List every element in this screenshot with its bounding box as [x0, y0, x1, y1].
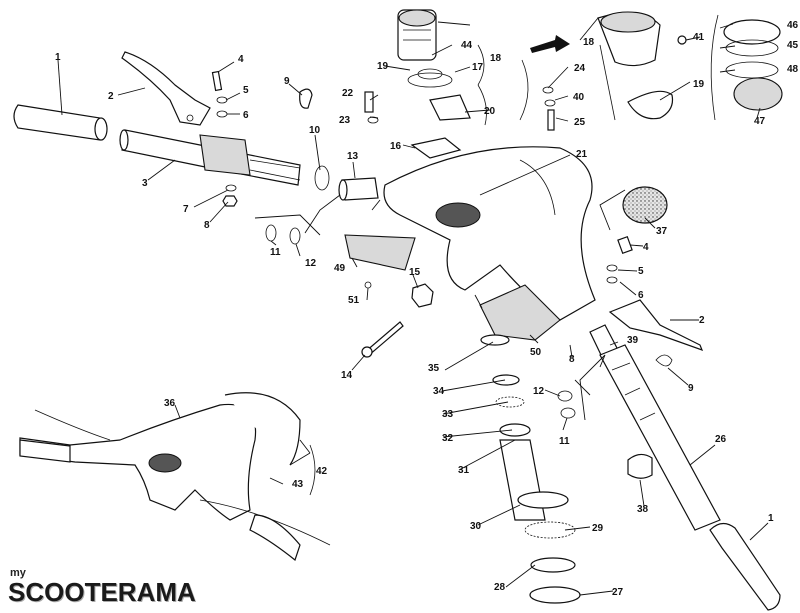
- left-grip: [13, 104, 108, 141]
- headset-body-21: [383, 146, 596, 321]
- callout-17: 17: [472, 62, 484, 73]
- callout-8-right: 8: [569, 354, 575, 365]
- nut-24-40-25: [542, 86, 556, 131]
- callout-23: 23: [339, 115, 351, 126]
- callout-9: 9: [284, 76, 290, 87]
- callout-10: 10: [309, 125, 321, 136]
- throttle-tube-39: [589, 324, 721, 531]
- callout-21: 21: [576, 149, 588, 160]
- clamp-38: [627, 453, 653, 479]
- callout-51: 51: [348, 295, 360, 306]
- callout-15: 15: [409, 267, 421, 278]
- callout-44: 44: [461, 40, 473, 51]
- callout-5-right: 5: [638, 266, 644, 277]
- callout-37: 37: [656, 226, 668, 237]
- callout-18-right: 18: [583, 37, 595, 48]
- callout-46: 46: [787, 20, 799, 31]
- horn-37: [622, 186, 668, 224]
- callout-36: 36: [164, 398, 176, 409]
- callout-30: 30: [470, 521, 482, 532]
- callout-49: 49: [334, 263, 346, 274]
- callout-26: 26: [715, 434, 727, 445]
- callout-12: 12: [305, 258, 317, 269]
- callout-25: 25: [574, 117, 586, 128]
- callout-35: 35: [428, 363, 440, 374]
- callout-29: 29: [592, 523, 604, 534]
- callout-3: 3: [142, 178, 148, 189]
- callout-7: 7: [183, 204, 189, 215]
- callout-45: 45: [787, 40, 799, 51]
- callout-34: 34: [433, 386, 445, 397]
- assembled-handlebar-36: [19, 392, 331, 562]
- callout-8: 8: [204, 220, 210, 231]
- right-brake-lever: [608, 299, 704, 352]
- callout-20: 20: [484, 106, 496, 117]
- callout-1: 1: [55, 52, 61, 63]
- left-handlebar-tube: [119, 129, 301, 186]
- clamp-13: [338, 177, 379, 201]
- callout-13: 13: [347, 151, 359, 162]
- callout-19-right: 19: [693, 79, 705, 90]
- callout-41: 41: [693, 32, 705, 43]
- speedometer-top: [397, 9, 453, 88]
- callout-40: 40: [573, 92, 585, 103]
- callout-5: 5: [243, 85, 249, 96]
- callout-19: 19: [377, 61, 389, 72]
- callout-6: 6: [243, 110, 249, 121]
- callout-48: 48: [787, 64, 799, 75]
- callout-22: 22: [342, 88, 354, 99]
- bracket-50: [479, 284, 561, 341]
- bezel-rings: [723, 19, 783, 111]
- callout-42: 42: [316, 466, 328, 477]
- bolt-14: [361, 321, 404, 358]
- callout-33: 33: [442, 409, 454, 420]
- bearing-stack: [480, 334, 581, 604]
- direction-arrow: [530, 35, 570, 53]
- callout-11: 11: [270, 247, 281, 258]
- callout-18: 18: [490, 53, 502, 64]
- speedo-mount-16-20: [410, 94, 471, 159]
- leader-lines: [57, 14, 769, 596]
- callout-labels: 1 2 3 4 5 6 7 8 9 10 11 12 13 14 15 16 1…: [55, 20, 799, 598]
- callout-9-right: 9: [688, 383, 694, 394]
- callout-28: 28: [494, 582, 506, 593]
- callout-2: 2: [108, 91, 114, 102]
- callout-4: 4: [238, 54, 244, 65]
- gauge-cluster: [597, 11, 687, 120]
- clip-9-right: [655, 354, 673, 367]
- watermark-logo: my SCOOTERAMA: [8, 567, 196, 607]
- callout-2-right: 2: [699, 315, 705, 326]
- callout-39: 39: [627, 335, 639, 346]
- callout-1-right: 1: [768, 513, 774, 524]
- callout-38: 38: [637, 504, 649, 515]
- right-grip: [709, 522, 781, 611]
- callout-14: 14: [341, 370, 353, 381]
- callout-6-right: 6: [638, 290, 644, 301]
- right-small-parts: [606, 235, 633, 284]
- callout-47: 47: [754, 116, 766, 127]
- callout-11-right: 11: [559, 436, 570, 447]
- callout-12-right: 12: [533, 386, 545, 397]
- watermark-prefix: my: [10, 567, 26, 579]
- callout-24: 24: [574, 63, 586, 74]
- callout-4-right: 4: [643, 242, 649, 253]
- callout-43: 43: [292, 479, 304, 490]
- callout-31: 31: [458, 465, 470, 476]
- left-brake-lever: [121, 51, 211, 126]
- callout-27: 27: [612, 587, 624, 598]
- screw-51-nut-15: [364, 281, 434, 308]
- callout-16: 16: [390, 141, 402, 152]
- callout-50: 50: [530, 347, 542, 358]
- watermark-brand: SCOOTERAMA: [8, 577, 196, 607]
- plate-49: [344, 234, 416, 271]
- small-hardware-left: [211, 70, 330, 245]
- callout-32: 32: [442, 433, 454, 444]
